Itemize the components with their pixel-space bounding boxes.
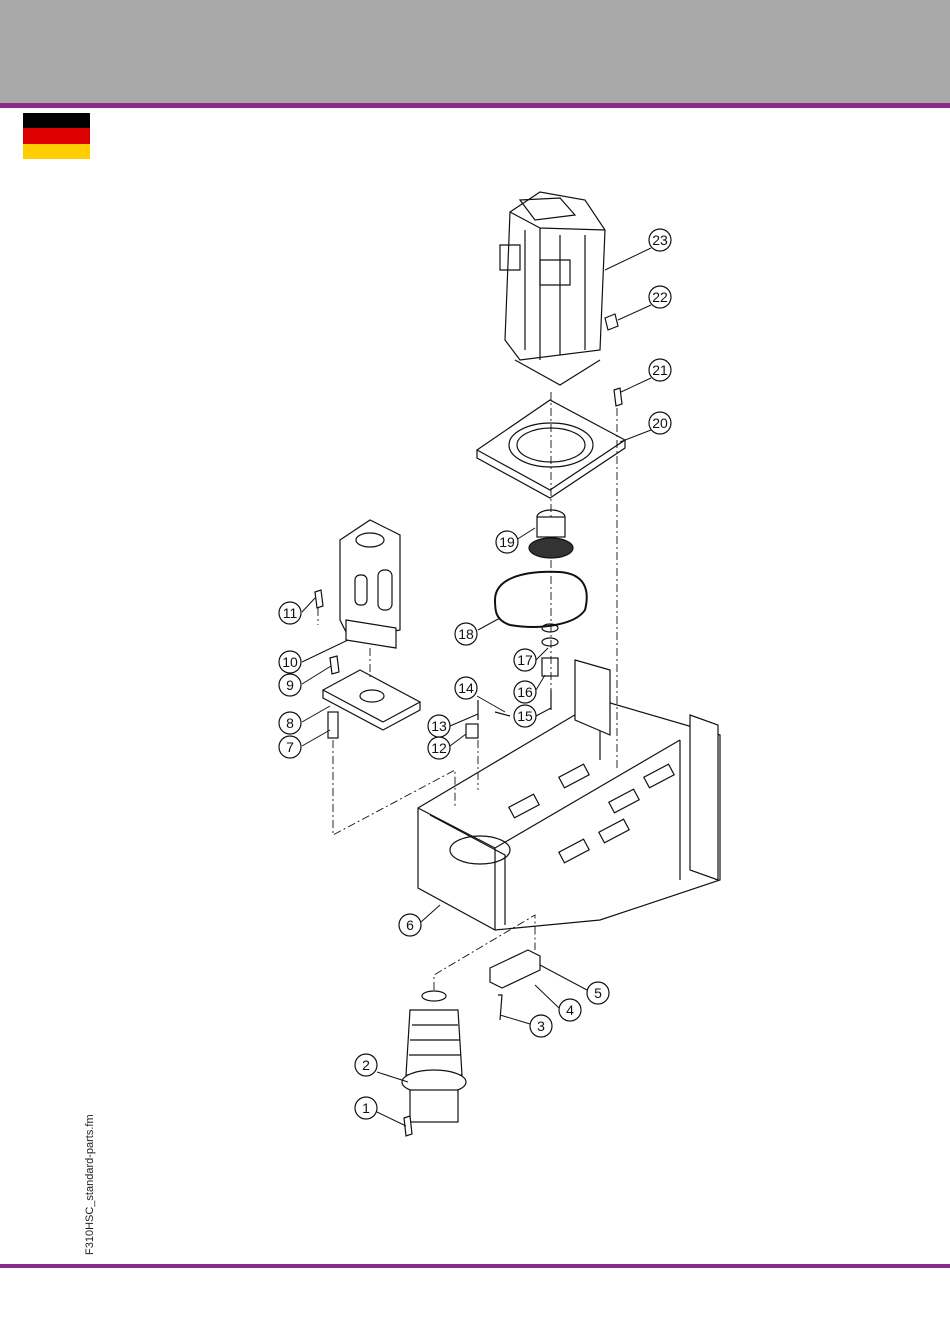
callout-14: 14 bbox=[455, 677, 477, 699]
svg-text:9: 9 bbox=[286, 677, 294, 693]
svg-text:6: 6 bbox=[406, 917, 414, 933]
screw-part-9 bbox=[330, 656, 339, 674]
svg-text:23: 23 bbox=[652, 232, 668, 248]
callout-9: 9 bbox=[279, 674, 301, 696]
callout-16: 16 bbox=[514, 681, 536, 703]
callout-3: 3 bbox=[530, 1015, 552, 1037]
callout-17: 17 bbox=[514, 649, 536, 671]
svg-text:13: 13 bbox=[431, 718, 447, 734]
screw-part-22 bbox=[605, 314, 618, 330]
part-12 bbox=[466, 724, 478, 738]
svg-text:18: 18 bbox=[458, 626, 474, 642]
svg-text:22: 22 bbox=[652, 289, 668, 305]
pin-part-14 bbox=[495, 712, 510, 716]
callout-10: 10 bbox=[279, 651, 301, 673]
callout-5: 5 bbox=[587, 982, 609, 1004]
callout-23: 23 bbox=[649, 229, 671, 251]
svg-text:3: 3 bbox=[537, 1018, 545, 1034]
part-3 bbox=[498, 995, 502, 1020]
callout-2: 2 bbox=[355, 1054, 377, 1076]
callout-6: 6 bbox=[399, 914, 421, 936]
svg-text:11: 11 bbox=[283, 605, 298, 621]
svg-text:12: 12 bbox=[431, 740, 447, 756]
svg-text:8: 8 bbox=[286, 715, 294, 731]
bushing-part-16 bbox=[542, 658, 558, 676]
svg-text:20: 20 bbox=[652, 415, 668, 431]
callout-4: 4 bbox=[559, 999, 581, 1021]
svg-text:7: 7 bbox=[286, 739, 294, 755]
part-7 bbox=[328, 712, 338, 738]
callout-21: 21 bbox=[649, 359, 671, 381]
pulley-part bbox=[529, 510, 573, 558]
callout-12: 12 bbox=[428, 737, 450, 759]
svg-text:5: 5 bbox=[594, 985, 602, 1001]
callout-19: 19 bbox=[496, 531, 518, 553]
svg-text:15: 15 bbox=[517, 708, 533, 724]
svg-text:21: 21 bbox=[652, 362, 668, 378]
spindle-part bbox=[402, 991, 466, 1122]
svg-text:14: 14 bbox=[458, 680, 474, 696]
callout-13: 13 bbox=[428, 715, 450, 737]
svg-text:10: 10 bbox=[282, 654, 298, 670]
screw-part-11 bbox=[315, 590, 323, 608]
ring-part-17b bbox=[542, 638, 558, 646]
svg-text:1: 1 bbox=[362, 1100, 370, 1116]
screw-part-21 bbox=[614, 388, 622, 406]
callout-22: 22 bbox=[649, 286, 671, 308]
belt-part bbox=[495, 572, 587, 627]
callout-15: 15 bbox=[514, 705, 536, 727]
svg-text:17: 17 bbox=[517, 652, 533, 668]
svg-text:2: 2 bbox=[362, 1057, 370, 1073]
callout-11: 11 bbox=[279, 602, 301, 624]
callout-20: 20 bbox=[649, 412, 671, 434]
callout-7: 7 bbox=[279, 736, 301, 758]
callout-8: 8 bbox=[279, 712, 301, 734]
frame-part bbox=[418, 660, 720, 930]
callout-18: 18 bbox=[455, 623, 477, 645]
svg-text:16: 16 bbox=[517, 684, 533, 700]
block-part-5 bbox=[490, 950, 540, 988]
callouts: 1 2 3 4 5 6 7 8 9 10 11 12 13 14 15 16 1… bbox=[279, 229, 671, 1119]
svg-text:19: 19 bbox=[499, 534, 515, 550]
motor-part bbox=[500, 192, 605, 385]
pump-unit-part bbox=[340, 520, 400, 648]
callout-1: 1 bbox=[355, 1097, 377, 1119]
svg-text:4: 4 bbox=[566, 1002, 574, 1018]
